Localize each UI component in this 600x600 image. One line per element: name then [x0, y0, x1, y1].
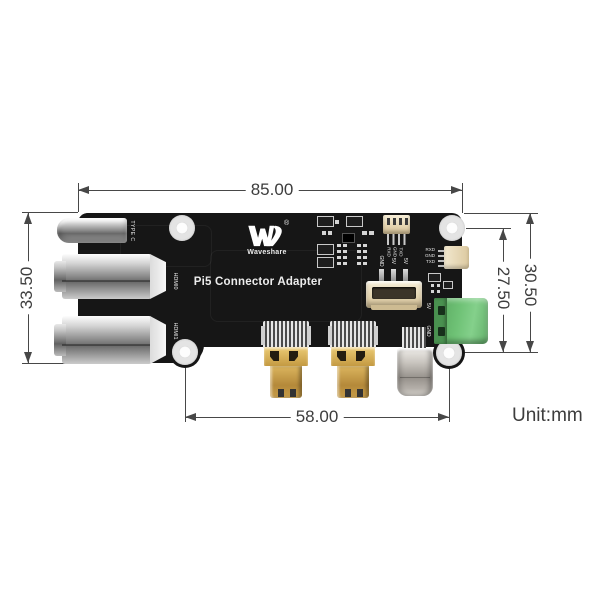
power-pin [391, 269, 396, 282]
waveshare-logo-mark [248, 225, 282, 247]
smd-resistor-array [357, 244, 361, 266]
arrow-up-icon [526, 213, 534, 224]
smd-component [317, 257, 334, 268]
ext-line-top-left [78, 183, 79, 212]
ext-line-top-right [462, 183, 463, 213]
unit-label: Unit:mm [512, 405, 583, 426]
arrow-right-icon [451, 186, 462, 194]
side-uart-labels: RXD GND TXD [420, 247, 435, 265]
smd-resistor-array [337, 244, 341, 266]
smd-pad [369, 231, 374, 235]
hdmi1-connector [54, 316, 166, 364]
board-title: Pi5 Connector Adapter [193, 276, 323, 288]
uart-jst-slot [399, 218, 402, 225]
smd-resistor-array [363, 244, 367, 266]
pcb-trace-decoration [120, 225, 212, 267]
brand-label: Waveshare [247, 249, 287, 256]
dim-right-inner-height: 27.50 [494, 261, 513, 315]
arrow-down-icon [526, 341, 534, 352]
arrow-up-icon [499, 229, 507, 240]
waveshare-logo: ® Waveshare [246, 220, 292, 259]
side-uart-pin [438, 250, 444, 252]
power-pin-label: 5V [402, 257, 408, 265]
ext-line-right-outer-top [464, 213, 538, 214]
smd-pad [431, 290, 434, 293]
smd-component [317, 244, 334, 255]
uart-jst-pins [387, 234, 409, 245]
smd-pad [322, 231, 326, 235]
smd-component [443, 281, 453, 289]
hdmi1-label: HDMI1 [172, 322, 178, 340]
smd-component [346, 216, 363, 227]
ext-line-left-top [22, 212, 78, 213]
hdmi0-connector [54, 254, 166, 299]
power-jst-slot [372, 287, 416, 299]
terminal-wire-slot [438, 306, 445, 315]
usb-c-connector [396, 327, 434, 397]
uart-pin-label: RXD [386, 247, 392, 257]
side-uart-pin-label: TXD [426, 259, 435, 264]
ext-line-bottom-right [449, 367, 450, 422]
arrow-right-icon [438, 413, 449, 421]
power-pin [379, 269, 384, 282]
uart-jst-slot [387, 218, 390, 225]
arrow-up-icon [24, 213, 32, 224]
side-uart-pin-label: GND [425, 253, 435, 258]
power-pin [403, 269, 408, 282]
mounting-hole [436, 340, 462, 366]
mounting-hole [169, 215, 195, 241]
terminal-left-face [434, 298, 447, 344]
side-uart-pin [438, 260, 444, 262]
ext-line-bottom-left [185, 366, 186, 422]
dim-bottom-width: 58.00 [290, 408, 344, 426]
hdmi0-label: HDMI0 [172, 272, 178, 290]
screw-terminal-block [434, 298, 488, 344]
side-uart-pin [438, 265, 444, 267]
side-uart-jst-connector [444, 246, 469, 269]
arrow-down-icon [499, 341, 507, 352]
uart-jst-slot [405, 218, 408, 225]
smd-pad [335, 220, 339, 224]
side-uart-pin [438, 255, 444, 257]
terminal-wire-slot [438, 327, 445, 336]
smd-pad [431, 284, 434, 287]
side-uart-pin-label: RXD [425, 247, 435, 252]
dim-top-width: 85.00 [245, 181, 299, 199]
smd-component [428, 273, 441, 282]
power-pin-label: GND [378, 255, 384, 267]
smd-pad [362, 231, 367, 235]
power-jst-lip [371, 305, 417, 310]
smd-pad [437, 290, 440, 293]
ext-line-right-inner-top [466, 228, 511, 229]
micro-hdmi-connector [328, 321, 378, 398]
smd-pad [437, 284, 440, 287]
micro-hdmi-connector [261, 321, 311, 398]
uart-pin-label: GND [392, 247, 398, 257]
dim-left-height: 33.50 [17, 261, 36, 315]
type-c-label: TYPE C [129, 220, 135, 242]
arrow-left-icon [78, 186, 89, 194]
smd-ic [342, 233, 355, 243]
registered-mark: ® [284, 220, 290, 227]
mounting-hole [172, 339, 198, 365]
terminal-pin-label: 5V [425, 302, 431, 310]
smd-pad [328, 231, 332, 235]
power-pin-label: 5V [390, 257, 396, 265]
mounting-hole [439, 215, 465, 241]
uart-jst-slot [393, 218, 396, 225]
dim-right-outer-height: 30.50 [521, 258, 540, 312]
ext-line-right-bottom [456, 352, 538, 353]
ext-line-left-bottom [22, 363, 84, 364]
type-c-connector [57, 218, 127, 243]
arrow-down-icon [24, 352, 32, 363]
uart-pin-label: TXD [398, 247, 404, 257]
smd-component [317, 216, 334, 227]
smd-resistor-array [343, 244, 347, 266]
arrow-left-icon [185, 413, 196, 421]
